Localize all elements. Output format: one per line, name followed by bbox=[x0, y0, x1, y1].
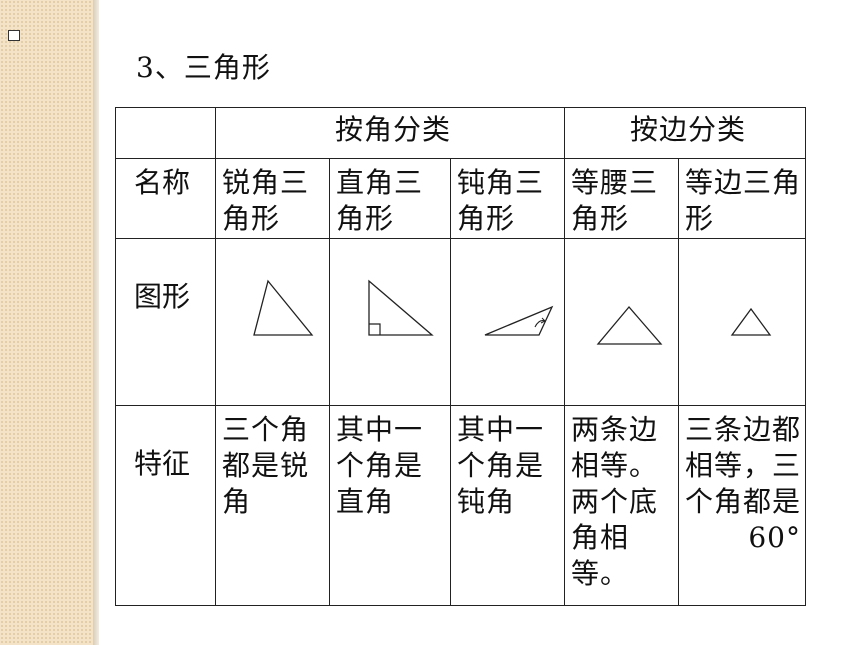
decorative-side-band bbox=[0, 0, 93, 645]
row-label-feature-cell: 特征 bbox=[115, 405, 216, 606]
acute-triangle-icon bbox=[253, 279, 314, 336]
name-cell-equilateral: 等边三角形 bbox=[678, 158, 806, 239]
right-triangle-icon bbox=[368, 279, 434, 336]
name-cell-acute: 锐角三角形 bbox=[215, 158, 330, 239]
isosceles-triangle-icon bbox=[596, 305, 663, 345]
name-cell-isosceles: 等腰三角形 bbox=[564, 158, 679, 239]
row-label-name: 名称 bbox=[134, 166, 191, 199]
shape-cell-obtuse bbox=[450, 238, 565, 406]
shape-cell-acute bbox=[215, 238, 330, 406]
shape-cell-isosceles bbox=[564, 238, 679, 406]
name-row: 名称 锐角三角形 直角三角形 钝角三角形 等腰三角形 等边三角形 bbox=[115, 158, 806, 239]
feature-cell-isosceles: 两条边相等。两个底角相等。 bbox=[564, 405, 679, 606]
triangle-classification-table: 按角分类 按边分类 名称 锐角三角形 直角三角形 钝角三角形 等腰三角形 等边三… bbox=[115, 107, 806, 606]
row-label-name-cell: 名称 bbox=[115, 158, 216, 239]
feature-cell-equilateral: 三条边都相等，三个角都是60° bbox=[678, 405, 806, 606]
corner-cell bbox=[115, 107, 216, 159]
obtuse-triangle-icon bbox=[484, 305, 554, 336]
feature-cell-obtuse: 其中一个角是钝角 bbox=[450, 405, 565, 606]
slide-bullet-box bbox=[8, 30, 20, 41]
feature-row: 特征 三个角都是锐角 其中一个角是直角 其中一个角是钝角 两条边相等。两个底角相… bbox=[115, 405, 806, 606]
shape-cell-equilateral bbox=[678, 238, 806, 406]
row-label-shape: 图形 bbox=[134, 280, 191, 313]
row-label-feature: 特征 bbox=[134, 447, 191, 480]
name-cell-obtuse: 钝角三角形 bbox=[450, 158, 565, 239]
side-band-edge bbox=[93, 0, 99, 645]
row-label-shape-cell: 图形 bbox=[115, 238, 216, 406]
group-header-by-angle: 按角分类 bbox=[215, 107, 565, 159]
shape-cell-right bbox=[329, 238, 451, 406]
slide-title: 3、三角形 bbox=[136, 51, 271, 84]
shape-row: 图形 bbox=[115, 238, 806, 406]
name-cell-right: 直角三角形 bbox=[329, 158, 451, 239]
group-header-row: 按角分类 按边分类 bbox=[115, 107, 806, 159]
feature-cell-acute: 三个角都是锐角 bbox=[215, 405, 330, 606]
equilateral-triangle-icon bbox=[730, 307, 772, 336]
group-header-by-side: 按边分类 bbox=[564, 107, 806, 159]
feature-cell-right: 其中一个角是直角 bbox=[329, 405, 451, 606]
